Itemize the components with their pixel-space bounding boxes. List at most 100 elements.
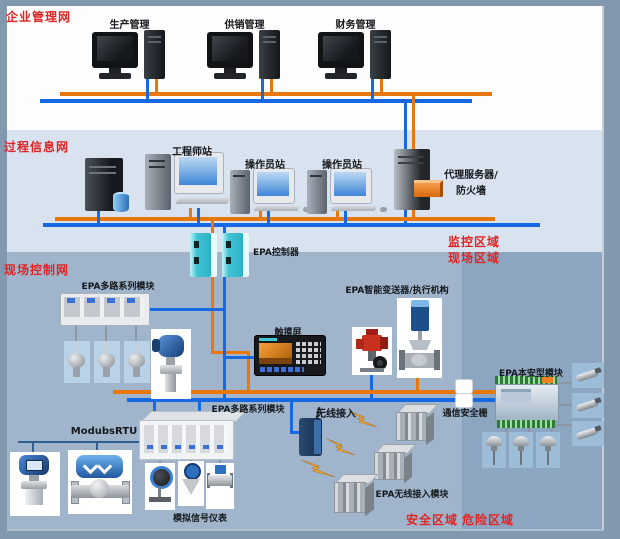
epa-controller-module-1	[190, 233, 217, 277]
database-cylinder-icon	[113, 192, 129, 212]
monitor-stand	[109, 68, 121, 73]
transmitter-neck	[29, 475, 39, 481]
keyboard	[330, 206, 378, 211]
valve-stem	[75, 341, 78, 355]
terminal-strip	[495, 376, 557, 384]
field-bus-blue	[127, 398, 503, 402]
dome-neck	[491, 446, 497, 451]
label-supply-sales-mgmt: 供销管理	[224, 20, 265, 31]
drop-blue	[197, 208, 200, 226]
wireless-access-point	[299, 406, 325, 460]
terminal-strip	[497, 420, 555, 428]
tower-slot	[310, 175, 322, 177]
flowmeter-body	[208, 475, 232, 486]
module-lcd	[161, 445, 167, 449]
valve-sphere	[90, 479, 109, 498]
module-button	[542, 377, 553, 383]
analog-transmitter	[178, 461, 204, 506]
dome-instrument	[509, 432, 533, 468]
dome-cap	[513, 436, 529, 446]
dome-stem	[520, 451, 522, 465]
valve-foot	[103, 367, 110, 377]
drop-orange	[189, 208, 192, 220]
label-epa-intrinsic-module: EPA本安型模块	[499, 369, 563, 379]
drop-blue	[267, 208, 270, 226]
stack-side	[425, 411, 434, 445]
stack-front	[374, 452, 405, 480]
transmitter-body	[182, 479, 200, 495]
flowmeter-transmitter	[215, 465, 226, 474]
server-panel-line	[89, 172, 116, 174]
label-modbus-rtu: ModubsRTU	[70, 426, 138, 437]
trunk-orange-lower	[247, 351, 250, 394]
motorized-valve-red	[356, 329, 388, 372]
module-lcd	[127, 298, 135, 303]
valve-body	[128, 353, 145, 368]
stem	[219, 458, 221, 466]
gauge-dial	[150, 466, 173, 489]
stem	[551, 426, 553, 435]
label-wireless-access: 无线接入	[316, 409, 356, 420]
drop-blue	[153, 402, 156, 415]
safety-barrier-box	[455, 393, 473, 408]
sensor-tip	[594, 367, 602, 374]
label-field-network: 现场控制网	[4, 263, 70, 277]
epa-wireless-module-stack	[374, 444, 417, 484]
monitor-screen	[97, 36, 133, 61]
dome-neck	[545, 446, 551, 451]
mouse	[380, 207, 387, 212]
tower-slot	[148, 36, 161, 38]
transmitter-head	[158, 335, 184, 357]
label-epa-controller: EPA控制器	[253, 248, 299, 258]
stem	[105, 324, 107, 344]
drop-orange	[259, 208, 262, 220]
transmitter-flange	[160, 365, 182, 374]
stem	[159, 458, 161, 466]
valve-foot	[73, 367, 80, 377]
enterprise-bus-orange	[60, 92, 492, 96]
sensor-tip	[594, 397, 602, 404]
hmi-screen	[259, 343, 292, 364]
controller-riser-blue	[223, 225, 226, 239]
transmitter-flange	[21, 481, 47, 489]
module-lcd	[175, 445, 181, 449]
tower-slot	[149, 166, 165, 168]
desktop-finance-mgmt	[318, 30, 393, 82]
hmi-logo-strip	[259, 338, 277, 341]
transmitter-pipe	[165, 374, 176, 392]
epa-multi-module-rack-1	[60, 293, 150, 326]
label-epa-multi-module-2: EPA多路系列模块	[211, 405, 285, 415]
control-valve	[399, 300, 440, 370]
label-engineer-station: 工程师站	[172, 147, 212, 158]
module-lcd	[67, 298, 75, 303]
trunk-orange	[211, 276, 214, 354]
stack-front	[396, 412, 427, 442]
desktop-production-mgmt	[92, 30, 167, 82]
module-port	[194, 241, 199, 248]
tower-slot	[263, 41, 276, 43]
magnetic-flowmeter	[206, 463, 234, 509]
process-bus-orange	[55, 217, 495, 221]
monitor-base	[325, 73, 357, 79]
label-firewall: 防火墙	[456, 186, 486, 197]
dome-neck	[518, 446, 524, 451]
label-hazard-area: 危险区域	[462, 513, 515, 527]
frame-highlight-right	[602, 6, 604, 530]
dome-stem	[493, 451, 495, 465]
keyboard	[175, 198, 231, 204]
epa-wireless-module-stack	[334, 474, 379, 517]
trunk-blue	[223, 276, 226, 402]
hmi-keypad	[296, 342, 321, 364]
drop-blue	[344, 208, 347, 226]
frame-highlight-bottom	[7, 529, 604, 531]
tower-slot	[374, 41, 387, 43]
tower-slot	[374, 36, 387, 38]
ap-panel	[314, 420, 321, 454]
field-bus-orange	[113, 390, 503, 394]
tower-slot	[233, 175, 245, 177]
dome-cap	[540, 436, 556, 446]
label-field-area: 现场区域	[448, 251, 501, 265]
keyboard	[253, 206, 301, 211]
module-port	[226, 257, 231, 264]
process-bus-blue	[43, 223, 540, 227]
